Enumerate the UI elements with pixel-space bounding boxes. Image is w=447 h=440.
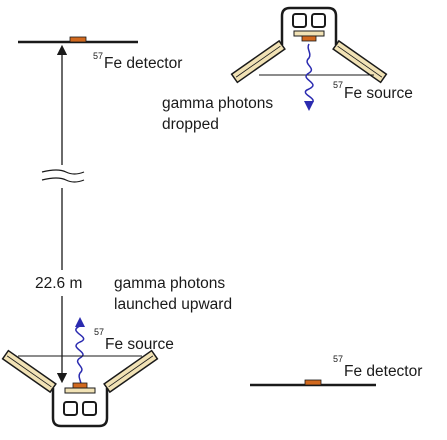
- height-break-mark: [41, 169, 85, 183]
- bottom-caption-line2: launched upward: [114, 296, 232, 313]
- bottom-source-apparatus: [1, 317, 159, 428]
- bottom-right-arm: [103, 349, 159, 394]
- bottom-source-mass-number: 57: [94, 327, 104, 337]
- bottom-support-plate: [64, 387, 96, 394]
- bottom-housing: [51, 388, 109, 428]
- top-caption-line2: dropped: [162, 116, 219, 133]
- top-wave-packet: [304, 43, 314, 107]
- bottom-source-label: Fe source: [105, 336, 174, 353]
- bottom-detector-chip: [304, 379, 322, 386]
- top-source-mass-number: 57: [333, 80, 343, 90]
- bottom-cup-left: [63, 401, 78, 416]
- bottom-cup-right: [82, 401, 97, 416]
- bottom-caption-line1: gamma photons: [114, 275, 225, 292]
- bottom-source-chip: [72, 382, 88, 389]
- top-detector-mass-number: 57: [93, 51, 103, 61]
- top-wave-arrowhead: [304, 101, 314, 111]
- top-source-apparatus: [230, 6, 388, 111]
- top-cup-left: [292, 13, 307, 28]
- height-indicator: 22.6 m: [35, 44, 85, 384]
- top-caption-line1: gamma photons: [162, 95, 273, 112]
- bottom-wave-packet: [75, 323, 85, 388]
- top-right-arm: [332, 39, 388, 84]
- height-label: 22.6 m: [35, 275, 82, 292]
- top-left-arm: [230, 39, 286, 84]
- top-support-plate: [293, 30, 325, 37]
- bottom-wave-arrowhead: [75, 317, 85, 327]
- top-cup-right: [311, 13, 326, 28]
- bottom-detector: 57 Fe detector: [250, 354, 422, 387]
- top-source-chip: [301, 35, 317, 42]
- top-detector: 57 Fe detector: [18, 36, 182, 72]
- top-source-label: Fe source: [344, 85, 413, 102]
- top-detector-label: Fe detector: [104, 55, 182, 72]
- bottom-detector-label: Fe detector: [344, 363, 422, 380]
- bottom-detector-mass-number: 57: [333, 354, 343, 364]
- top-housing: [280, 6, 338, 45]
- bottom-left-arm: [1, 349, 57, 394]
- top-detector-chip: [69, 36, 87, 43]
